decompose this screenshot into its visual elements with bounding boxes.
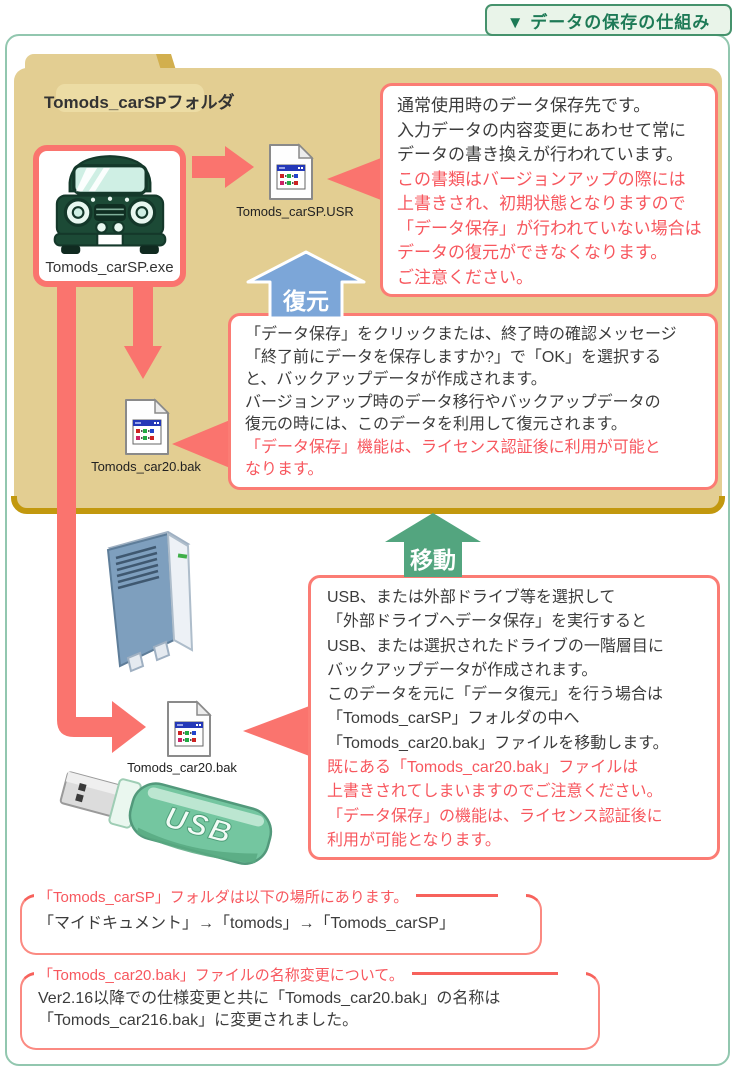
callout-line-warning: なります。 — [245, 461, 324, 478]
external-drive-icon — [106, 530, 194, 673]
callout-line: このデータを元に「データ復元」を行う場合は — [327, 686, 664, 704]
callout-line: 「Tomods_carSP」フォルダの中へ — [327, 710, 580, 728]
callout-line: バックアップデータが作成されます。 — [327, 661, 598, 679]
restore-arrow-label: 復元 — [282, 288, 329, 314]
folder-label-plate — [56, 84, 204, 112]
note-body: 「マイドキュメント」→「tomods」→「Tomods_carSP」 — [38, 915, 455, 932]
move-arrow-label: 移動 — [410, 547, 456, 573]
callout-line-warning: 「データ保存」の機能は、ライセンス認証後に — [327, 807, 663, 825]
restore-arrow: 復元 — [246, 250, 366, 320]
callout-external: USB、または外部ドライブ等を選択して 「外部ドライブへデータ保存」を実行すると… — [308, 575, 720, 860]
diagram-frame — [5, 34, 730, 1066]
callout-line: と、バックアップデータが作成されます。 — [245, 371, 547, 388]
callout-ext-pointer — [243, 705, 312, 757]
callout-line-warning: 「データ保存」が行われていない場合は — [397, 218, 702, 238]
callout-bak-pointer — [172, 420, 230, 468]
callout-line: 通常使用時のデータ保存先です。 — [397, 96, 651, 115]
callout-usr: 通常使用時のデータ保存先です。 入力データの内容変更にあわせて常に データの書き… — [380, 83, 718, 297]
flow-arrow-app-to-bak — [124, 284, 162, 379]
app-box: Tomods_carSP.exe — [33, 145, 186, 287]
folder-label: Tomods_carSPフォルダ — [44, 93, 235, 112]
flow-arrow-app-to-external — [57, 284, 146, 753]
flow-arrows — [57, 146, 381, 757]
callout-line: 復元の時には、このデータを利用して復元されます。 — [245, 416, 627, 433]
header-tab-label: ▼ データの保存の仕組み — [506, 12, 711, 32]
callout-line: USB、または外部ドライブ等を選択して — [327, 589, 616, 606]
header-tab: ▼ データの保存の仕組み — [485, 4, 732, 36]
callout-line: 「終了前にデータを保存しますか?」で「OK」を選択する — [245, 348, 662, 366]
callout-backup: 「データ保存」をクリックまたは、終了時の確認メッセージ 「終了前にデータを保存し… — [228, 313, 718, 490]
callout-line: 「Tomods_car20.bak」ファイルを移動します。 — [327, 734, 669, 752]
usb-drive-icon: USB — [59, 771, 273, 865]
callout-line-warning: ご注意ください。 — [397, 267, 533, 287]
drive-led — [177, 553, 188, 559]
callout-line-warning: この書類はバージョンアップの際には — [397, 169, 686, 189]
callout-line: 「外部ドライブへデータ保存」を実行すると — [327, 613, 648, 631]
callout-line: バージョンアップ時のデータ移行やバックアップデータの — [245, 393, 661, 411]
callout-line-warning: 上書きされ、初期状態となりますので — [397, 194, 686, 213]
note-border-gap — [498, 893, 526, 898]
note-body-line: 「Tomods_car216.bak」に変更されました。 — [38, 1012, 359, 1029]
app-file-label: Tomods_carSP.exe — [45, 259, 174, 276]
callout-line-warning: 上書きされてしまいますのでご注意ください。 — [327, 783, 663, 801]
note-folder-location: 「Tomods_carSP」フォルダは以下の場所にあります。 「マイドキュメント… — [20, 886, 542, 955]
folder-bottom-edge — [11, 496, 725, 514]
callout-line-warning: 既にある「Tomods_car20.bak」ファイルは — [327, 759, 639, 777]
callout-line: 入力データの内容変更にあわせて常に — [397, 120, 686, 140]
callout-line: USB、または選択されたドライブの一階層目に — [327, 637, 664, 655]
callout-line: データの書き換えが行われています。 — [397, 145, 683, 164]
usr-file-label: Tomods_carSP.USR — [236, 204, 354, 219]
car-icon — [53, 155, 166, 254]
note-title: 「Tomods_car20.bak」ファイルの名称変更について。 — [34, 964, 412, 985]
move-arrow: 移動 — [385, 513, 481, 577]
bak-file-external-label: Tomods_car20.bak — [127, 760, 237, 775]
note-rename: 「Tomods_car20.bak」ファイルの名称変更について。 Ver2.16… — [20, 964, 600, 1050]
flow-arrow-app-to-usr — [192, 146, 254, 188]
callout-line-warning: 「データ保存」機能は、ライセンス認証後に利用が可能と — [245, 438, 661, 456]
callout-line-warning: データの復元ができなくなります。 — [397, 243, 668, 262]
bak-file-label: Tomods_car20.bak — [91, 459, 201, 474]
note-title: 「Tomods_carSP」フォルダは以下の場所にあります。 — [34, 886, 417, 907]
callout-line: 「データ保存」をクリックまたは、終了時の確認メッセージ — [245, 326, 677, 343]
callout-line-warning: 利用が可能となります。 — [327, 831, 501, 849]
note-border-gap — [558, 971, 586, 976]
note-body-line: Ver2.16以降での仕様変更と共に「Tomods_car20.bak」の名称は — [38, 990, 501, 1007]
callout-usr-pointer — [327, 158, 381, 200]
